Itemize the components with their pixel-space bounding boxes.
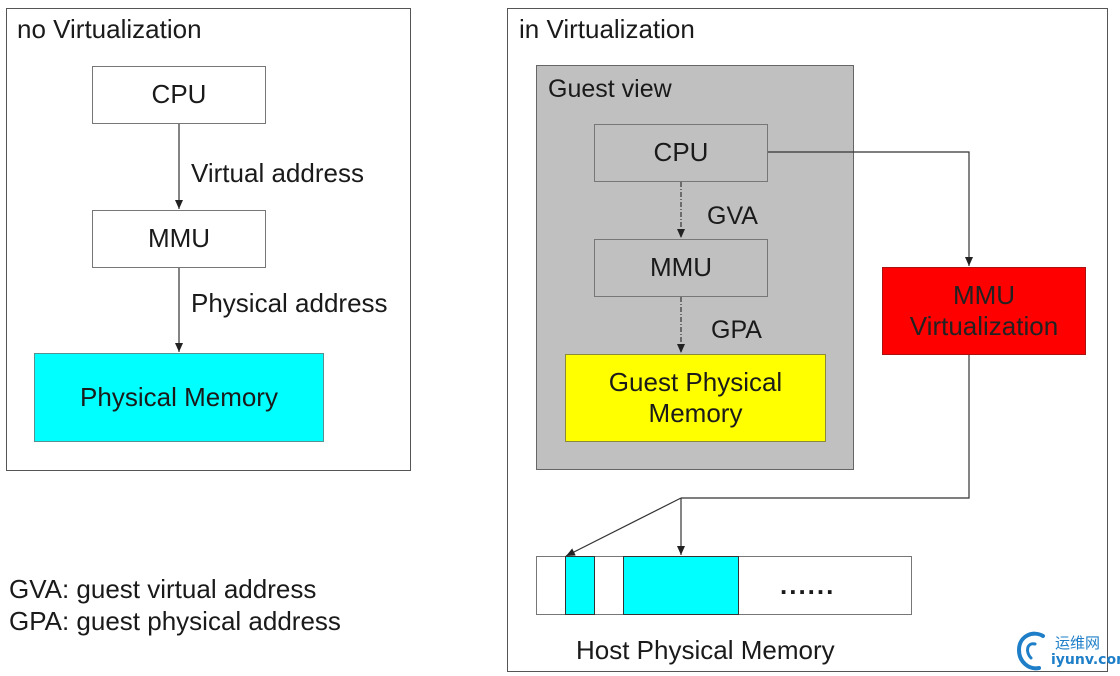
host-physical-memory-label: Host Physical Memory: [576, 635, 835, 665]
legend-gva: GVA: guest virtual address: [9, 574, 317, 604]
guest-physical-memory-line2: Memory: [648, 398, 743, 428]
mmu-virtualization-box: MMU Virtualization: [882, 267, 1086, 355]
physical-memory-label: Physical Memory: [80, 381, 278, 412]
gva-edge-label: GVA: [707, 202, 758, 230]
mmu-box: MMU: [92, 210, 266, 268]
gpa-edge-label: GPA: [711, 316, 762, 344]
in-virtualization-title: in Virtualization: [519, 14, 695, 44]
guest-cpu-label: CPU: [653, 137, 709, 168]
host-memory-block-small: [565, 556, 595, 615]
guest-cpu-box: CPU: [594, 124, 768, 182]
host-memory-block-large: [623, 556, 739, 615]
watermark-logo-icon: [1016, 631, 1045, 671]
mmu-virtualization-line2: Virtualization: [909, 311, 1059, 341]
guest-mmu-label: MMU: [649, 252, 713, 283]
guest-mmu-box: MMU: [594, 239, 768, 297]
virtual-address-label: Virtual address: [191, 158, 364, 188]
physical-address-label: Physical address: [191, 288, 388, 318]
host-memory-dots: ......: [780, 570, 836, 600]
cpu-box: CPU: [92, 66, 266, 124]
guest-physical-memory-line1: Guest Physical: [608, 366, 783, 397]
mmu-virtualization-line1: MMU: [952, 279, 1016, 310]
physical-memory-box: Physical Memory: [34, 353, 324, 442]
legend-gpa: GPA: guest physical address: [9, 606, 341, 636]
watermark-line1: 运维网: [1055, 634, 1101, 652]
guest-physical-memory-box: Guest Physical Memory: [565, 354, 826, 442]
mmu-label: MMU: [147, 223, 211, 254]
guest-view-label: Guest view: [548, 75, 672, 103]
no-virtualization-title: no Virtualization: [17, 14, 202, 44]
watermark-line2: iyunv.com: [1051, 652, 1120, 668]
watermark: 运维网 iyunv.com: [1013, 628, 1120, 674]
cpu-label: CPU: [151, 79, 207, 110]
